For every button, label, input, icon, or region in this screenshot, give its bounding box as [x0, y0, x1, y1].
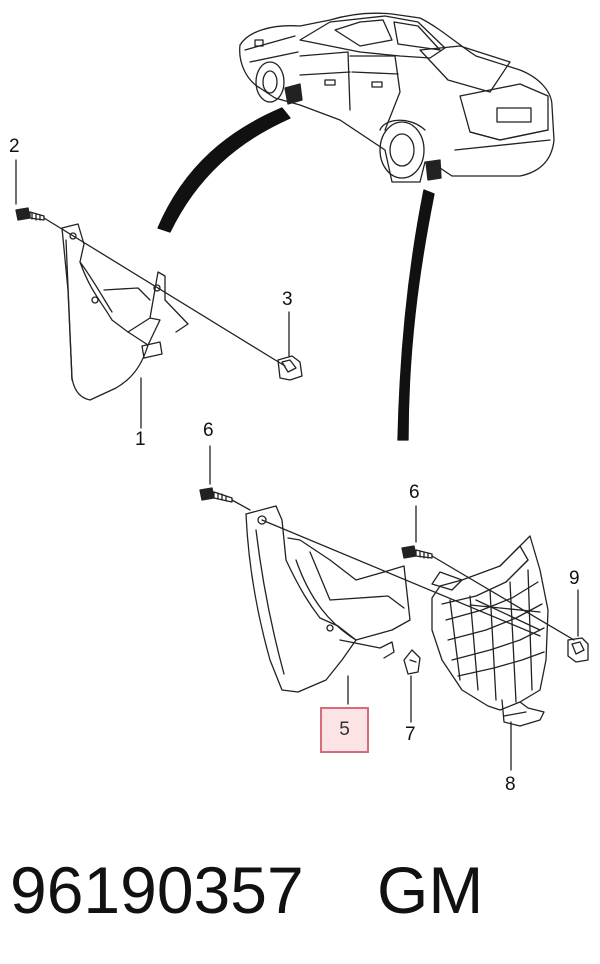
- callout-9: 9: [569, 568, 580, 589]
- callout-5-highlighted: 5: [320, 707, 369, 753]
- callout-6-screw-right: 6: [409, 482, 420, 503]
- callout-3: 3: [282, 289, 293, 310]
- callout-1: 1: [135, 429, 146, 450]
- brand-label: GM: [377, 853, 484, 927]
- inner-fender-liner: [401, 505, 589, 771]
- arrow-rear-flap: [397, 189, 435, 441]
- arrow-front-flap: [157, 107, 291, 233]
- part-number: 96190357: [10, 853, 304, 927]
- part-caption: 96190357 GM: [10, 840, 590, 940]
- callout-7: 7: [405, 724, 416, 745]
- callout-2: 2: [9, 136, 20, 157]
- rear-mud-flap: [199, 445, 541, 705]
- callout-6-screw-left: 6: [203, 420, 214, 441]
- callout-8: 8: [505, 774, 516, 795]
- caption-gap: [304, 853, 377, 927]
- front-mud-flap: [15, 159, 303, 429]
- car-illustration: [239, 12, 555, 183]
